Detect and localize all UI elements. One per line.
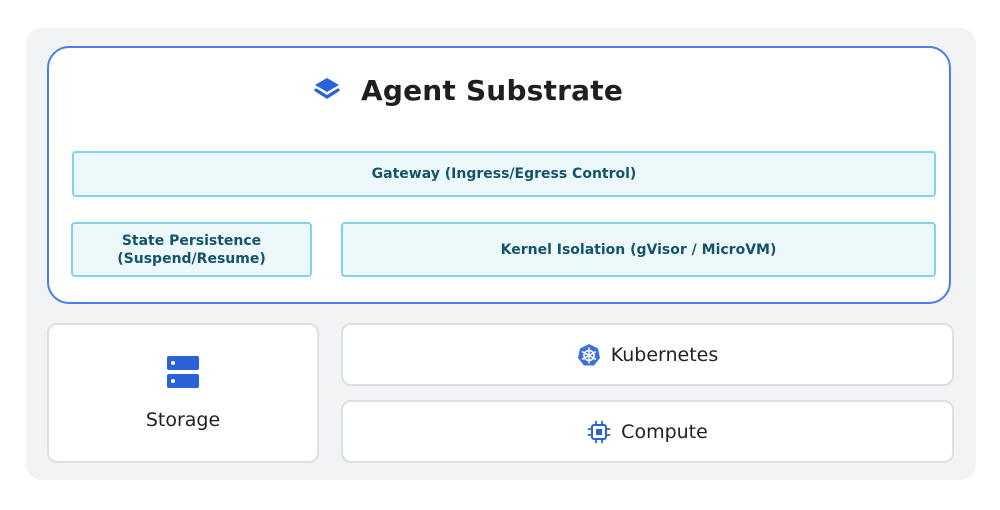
state-persistence-box: State Persistence (Suspend/Resume) [71, 222, 312, 277]
kernel-isolation-box: Kernel Isolation (gVisor / MicroVM) [341, 222, 936, 277]
chip-icon [587, 420, 611, 443]
gateway-box: Gateway (Ingress/Egress Control) [72, 151, 936, 197]
storage-box: Storage [47, 323, 319, 463]
kernel-isolation-label: Kernel Isolation (gVisor / MicroVM) [500, 241, 777, 258]
compute-box: Compute [341, 400, 954, 463]
agent-substrate-header: Agent Substrate [0, 66, 1000, 114]
storage-label: Storage [145, 409, 221, 431]
diagram-title: Agent Substrate [360, 73, 624, 107]
gateway-label: Gateway (Ingress/Egress Control) [371, 166, 637, 182]
layers-icon [314, 78, 340, 99]
kubernetes-helm-icon [577, 343, 600, 365]
compute-label: Compute [621, 420, 708, 443]
kubernetes-label: Kubernetes [610, 343, 719, 366]
server-icon [167, 356, 199, 388]
kubernetes-box: Kubernetes [341, 323, 954, 386]
state-persistence-sublabel: (Suspend/Resume) [117, 250, 266, 267]
state-persistence-label: State Persistence [121, 232, 262, 249]
